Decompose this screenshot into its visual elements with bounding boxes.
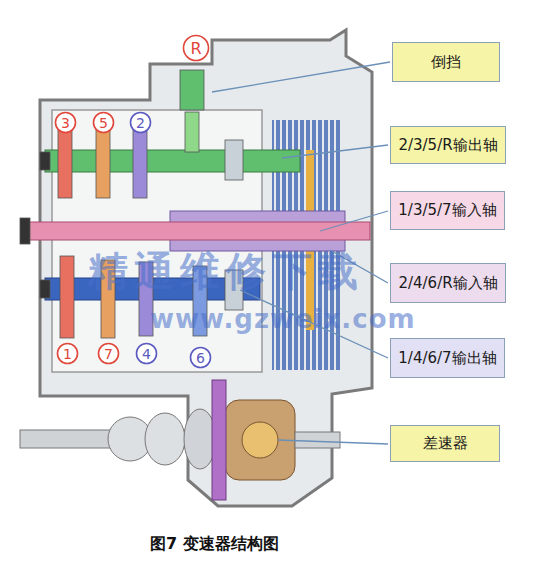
callout-box: 1/4/6/7输出轴 bbox=[390, 338, 505, 378]
callout-circle: 6 bbox=[189, 346, 212, 369]
callout-number: 1 bbox=[63, 346, 72, 362]
callout-box: 2/3/5/R输出轴 bbox=[390, 126, 506, 164]
part-name: 2/3/5/R输出轴 bbox=[398, 136, 497, 155]
callout-circle: 3 bbox=[54, 111, 77, 134]
callout-box: 倒挡 bbox=[392, 42, 500, 82]
part-name: 差速器 bbox=[423, 434, 468, 453]
callout-number: 2 bbox=[136, 115, 145, 131]
watermark: 精通维修下载 bbox=[88, 244, 364, 299]
callout-circle: 4 bbox=[135, 342, 158, 365]
callout-number: 5 bbox=[99, 115, 108, 131]
callout-circle: 2 bbox=[129, 111, 152, 134]
callout-box: 差速器 bbox=[390, 425, 500, 462]
part-name: 2/4/6/R输入轴 bbox=[398, 274, 497, 293]
part-name: 1/3/5/7输入轴 bbox=[398, 201, 496, 220]
callout-circle: 1 bbox=[56, 342, 79, 365]
callout-circle: 5 bbox=[92, 111, 115, 134]
part-name: 1/4/6/7输出轴 bbox=[398, 349, 496, 368]
callout-box: 2/4/6/R输入轴 bbox=[390, 263, 506, 303]
figure-caption: 图7 变速器结构图 bbox=[150, 534, 279, 555]
callout-box: 1/3/5/7输入轴 bbox=[390, 191, 505, 230]
callout-number: R bbox=[190, 39, 201, 58]
watermark: www.gzweix.com bbox=[150, 304, 416, 334]
callout-circle: R bbox=[182, 34, 210, 62]
part-name: 倒挡 bbox=[431, 53, 461, 72]
callout-number: 7 bbox=[104, 346, 113, 362]
callout-number: 3 bbox=[61, 115, 70, 131]
callout-number: 4 bbox=[142, 346, 151, 362]
callout-circle: 7 bbox=[97, 342, 120, 365]
callout-number: 6 bbox=[196, 350, 205, 366]
